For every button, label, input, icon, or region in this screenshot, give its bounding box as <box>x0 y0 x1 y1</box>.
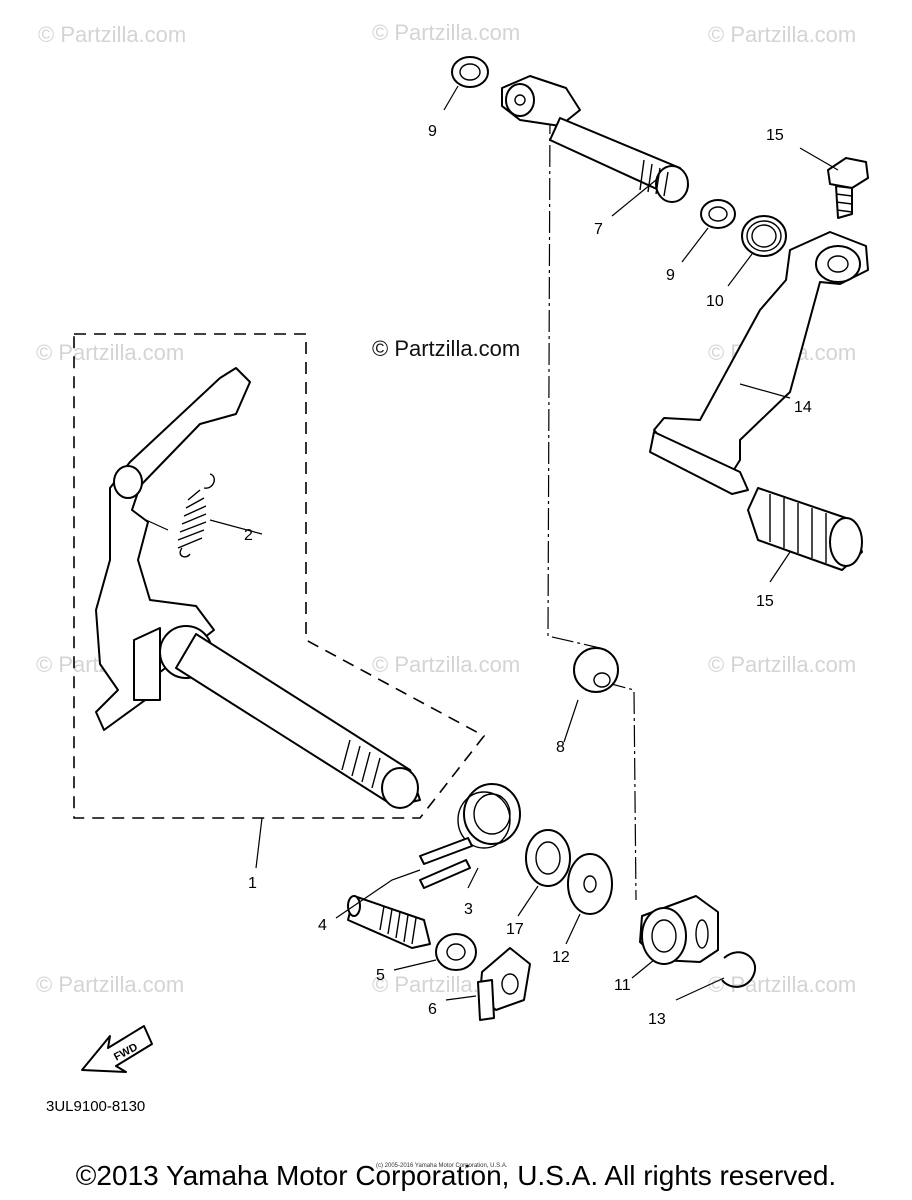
callout-6: 6 <box>428 1001 437 1018</box>
part-stopper-pin-4 <box>347 895 431 949</box>
watermark: © Partzilla.com <box>36 340 184 365</box>
callout-labels: 9 7 9 10 15 14 15 2 1 4 3 5 6 17 12 8 11… <box>244 123 812 1028</box>
part-shift-shaft-assembly-1 <box>95 367 421 809</box>
callout-2: 2 <box>244 527 253 544</box>
part-washer-9-upper <box>451 56 489 88</box>
watermark: © Partzilla.com <box>708 22 856 47</box>
part-washer-9-lower <box>700 199 736 229</box>
callout-3: 3 <box>464 901 473 918</box>
part-bushing-8 <box>573 647 619 693</box>
callout-5: 5 <box>376 967 385 984</box>
part-pedal-rubber-15 <box>747 487 863 571</box>
callout-14: 14 <box>794 399 812 416</box>
part-lock-washer-6 <box>477 947 531 1021</box>
part-shift-lever-11 <box>639 895 719 965</box>
callout-9: 9 <box>666 267 675 284</box>
leader-lines <box>209 85 839 1001</box>
assembly-boundary <box>73 333 486 819</box>
part-spring-2 <box>145 473 215 558</box>
callout-10: 10 <box>706 293 724 310</box>
callout-4: 4 <box>318 917 327 934</box>
part-shift-shaft-7 <box>501 75 689 203</box>
watermark: © Partzilla.com <box>708 652 856 677</box>
small-credit: (c) 2005-2016 Yamaha Motor Corporation, … <box>376 1163 508 1169</box>
part-collar-5 <box>435 933 477 971</box>
callout-16: 15 <box>766 127 784 144</box>
callout-17: 17 <box>506 921 524 938</box>
watermark: © Partzilla.com <box>708 972 856 997</box>
callout-7: 7 <box>594 221 603 238</box>
part-circlip-13 <box>721 951 757 988</box>
watermark: © Partzilla.com <box>372 20 520 45</box>
center-watermark: © Partzilla.com <box>372 336 520 361</box>
assembly-centerline <box>547 111 637 901</box>
fwd-arrow-icon: FWD <box>81 1025 153 1073</box>
watermark: © Partzilla.com <box>38 22 186 47</box>
callout-8: 8 <box>556 739 565 756</box>
part-shift-pedal-14 <box>649 231 869 495</box>
watermark: © Partzilla.com <box>36 972 184 997</box>
part-oil-seal-10 <box>741 215 787 257</box>
callout-13: 13 <box>648 1011 666 1028</box>
part-torsion-spring-3 <box>419 783 521 889</box>
part-washer-12 <box>567 853 613 915</box>
diagram-code: 3UL9100-8130 <box>46 1098 146 1115</box>
copyright-notice: ©2013 Yamaha Motor Corporation, U.S.A. A… <box>75 1160 837 1191</box>
callout-1: 1 <box>248 875 257 892</box>
part-bearing-17 <box>525 829 571 887</box>
callout-15: 15 <box>756 593 774 610</box>
callout-11: 11 <box>614 977 631 994</box>
part-bolt-16 <box>827 157 869 219</box>
watermark: © Partzilla.com <box>372 652 520 677</box>
callout-12: 12 <box>552 949 570 966</box>
callout-9: 9 <box>428 123 437 140</box>
